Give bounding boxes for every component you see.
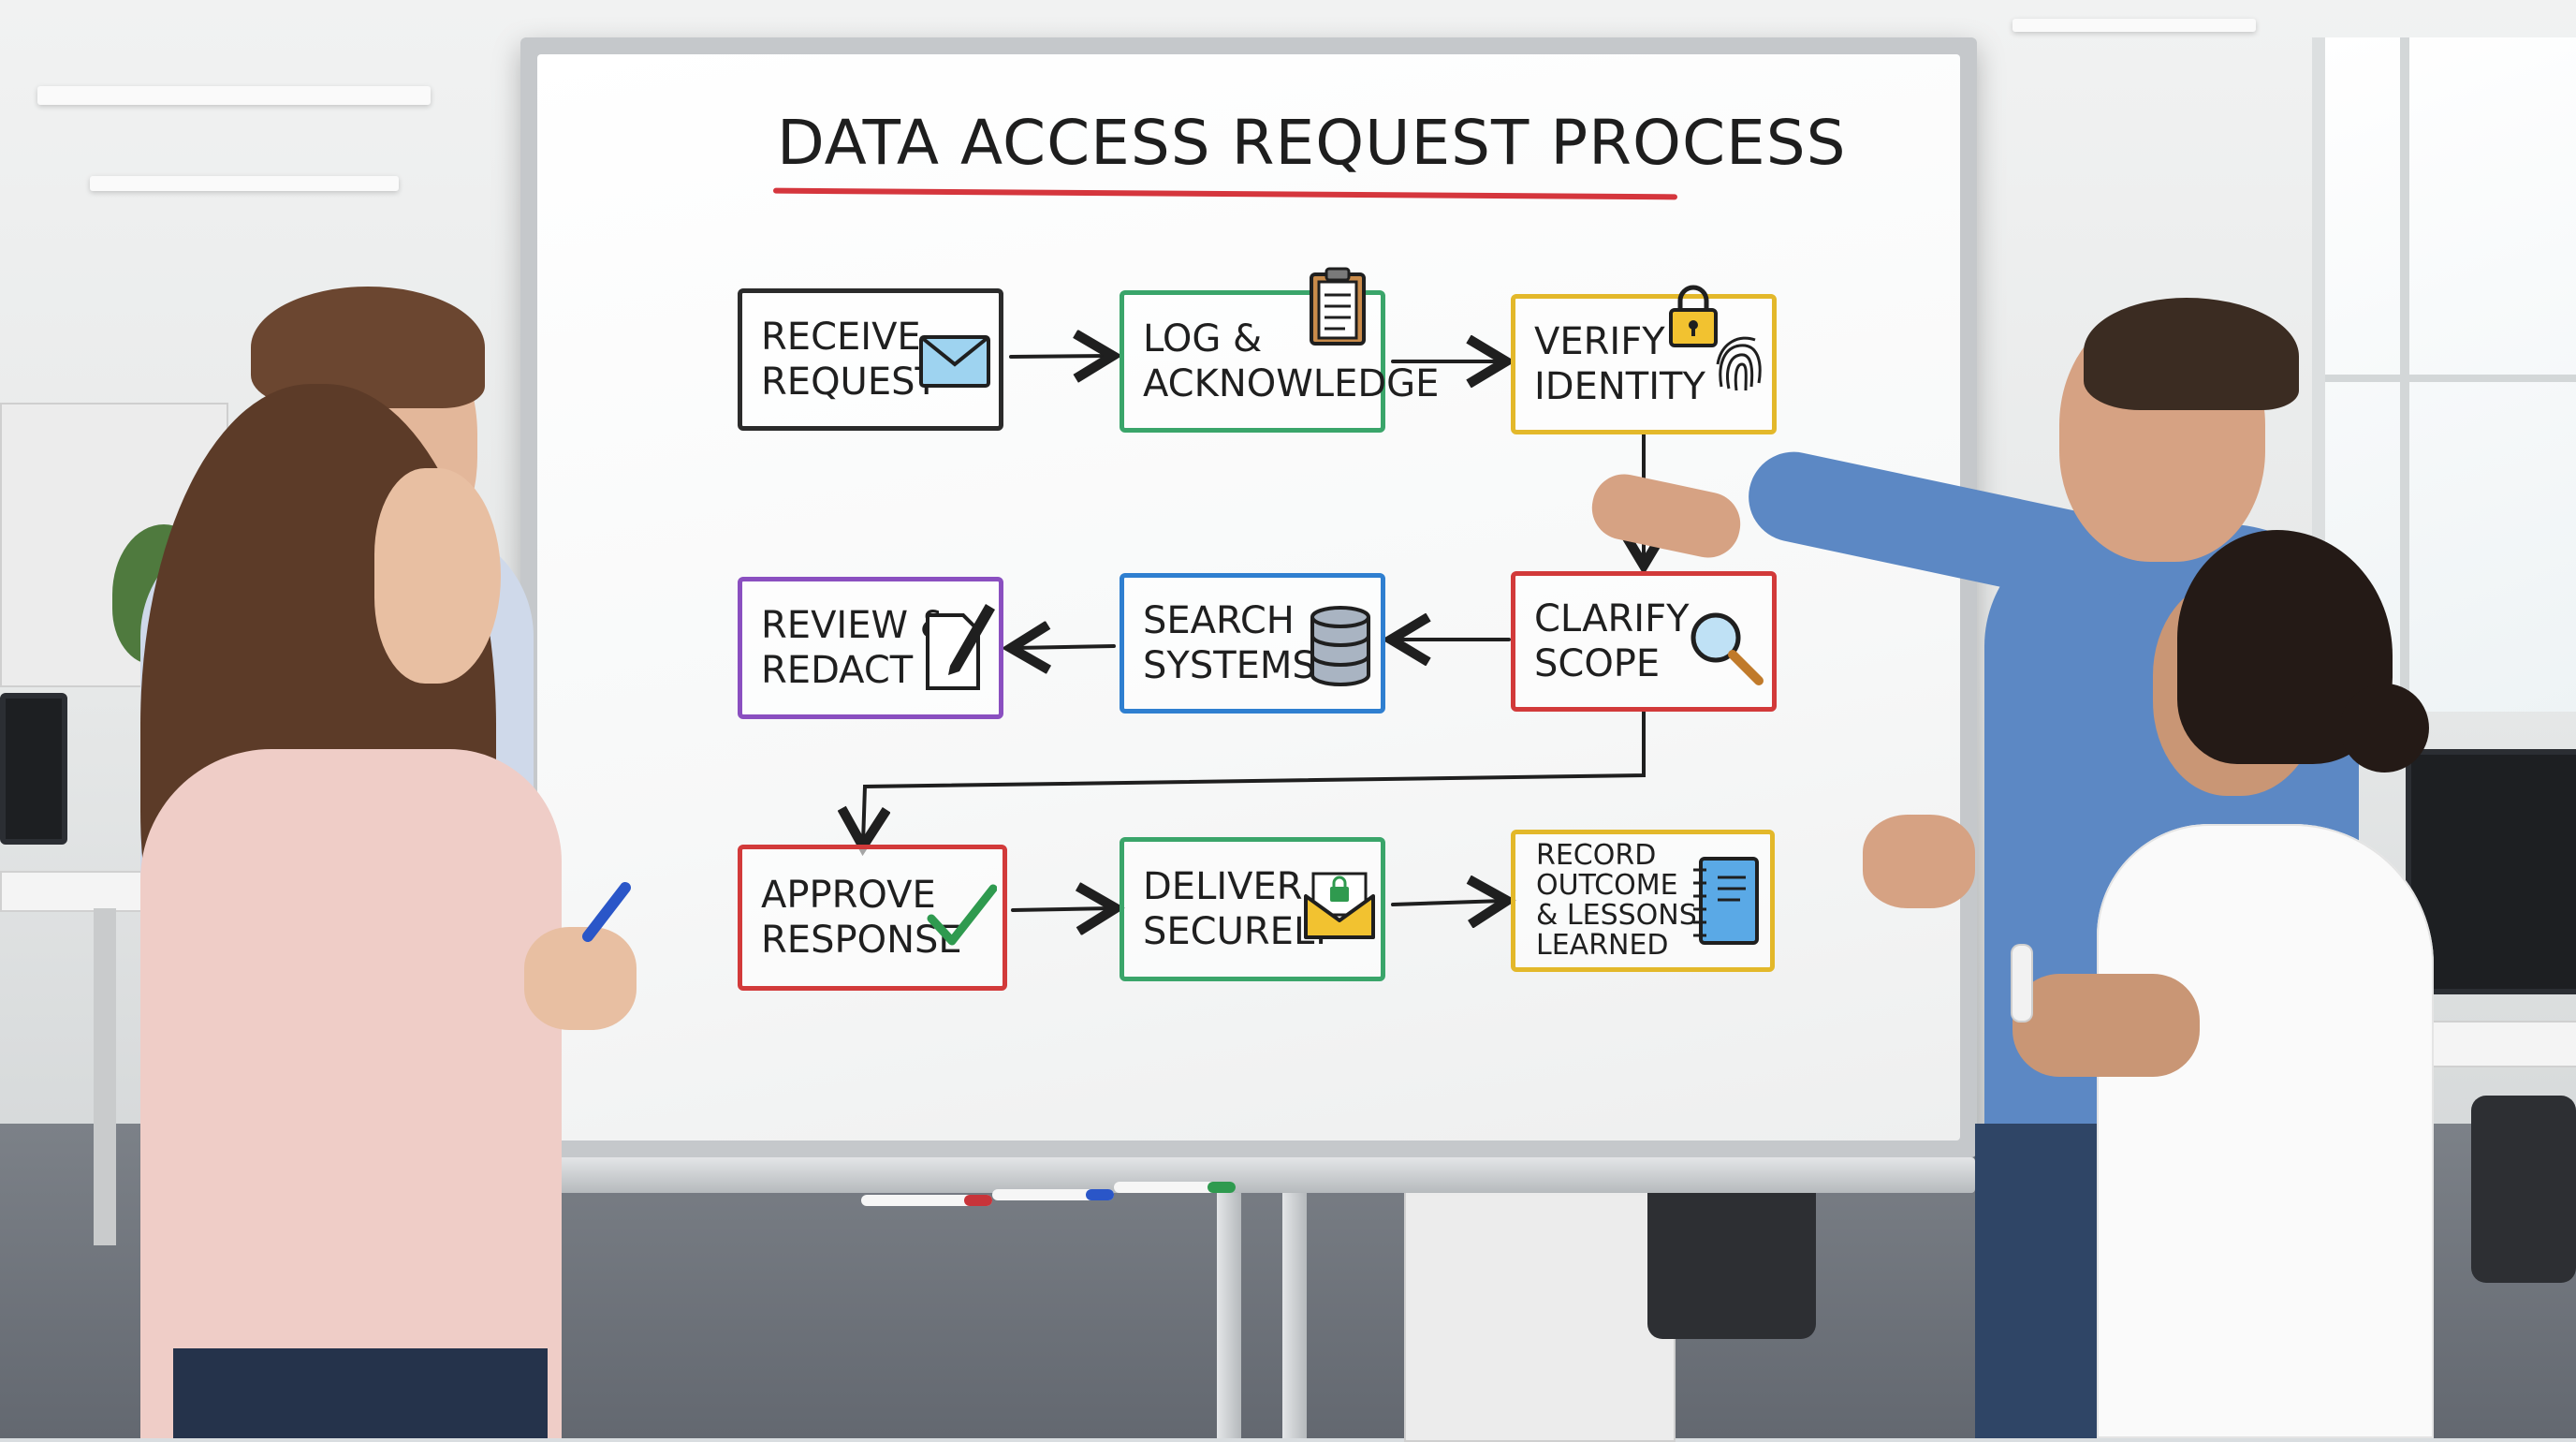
step-label-line: RESPONSE [761, 919, 962, 962]
envelope-icon [919, 335, 990, 388]
background-monitor [0, 693, 67, 845]
person-woman-left-hand [524, 927, 637, 1030]
arrow-clarify-to-approve [863, 710, 1646, 843]
whiteboard-stand-leg [1217, 1189, 1241, 1438]
white-marker-in-hand [2012, 946, 2031, 1021]
whiteboard-stand-leg [1282, 1189, 1307, 1438]
step-label-line: IDENTITY [1534, 365, 1705, 408]
step-label-line: & LESSONS [1536, 899, 1697, 932]
step-label-line: CLARIFY [1534, 597, 1690, 640]
blue-marker-in-hand [582, 882, 631, 942]
office-chair [1647, 1170, 1816, 1339]
arrow-approve-to-deliver [1011, 908, 1112, 910]
step-label-line: OUTCOME [1536, 869, 1678, 902]
green-marker [1114, 1182, 1236, 1193]
arrow-deliver-to-record [1391, 901, 1503, 905]
person-woman-right-torso [2097, 824, 2434, 1438]
clipboard-icon [1310, 267, 1366, 346]
desk-leg [94, 908, 116, 1245]
step-label-line: SCOPE [1534, 642, 1661, 685]
rolling-cabinet [1404, 1184, 1676, 1442]
arrow-receive-to-log [1009, 356, 1109, 357]
step-label-line: DELIVER [1143, 865, 1303, 908]
ceiling-light [2012, 19, 2256, 32]
step-label-line: LEARNED [1536, 929, 1669, 962]
board-title: DATA ACCESS REQUEST PROCESS [777, 107, 1847, 179]
person-woman-left-jeans [173, 1348, 548, 1438]
step-label-line: VERIFY [1534, 320, 1665, 363]
marker-tray [552, 1157, 1975, 1193]
person-man-right-hand-low [1863, 815, 1975, 908]
background-monitor [2406, 749, 2576, 994]
person-woman-right-hair-bun [2340, 684, 2429, 772]
step-label-line: LOG & [1143, 317, 1263, 360]
person-woman-right-arm [2012, 974, 2200, 1077]
step-label-line: SEARCH [1143, 599, 1295, 642]
step-label-line: REDACT [761, 649, 914, 692]
notebook-icon [1693, 857, 1759, 945]
document-pen-icon [926, 604, 995, 690]
office-chair [2471, 1096, 2576, 1283]
step-label-line: RECORD [1536, 839, 1657, 872]
arrow-search-to-review [1015, 646, 1116, 648]
step-label-line: SYSTEMS [1143, 644, 1316, 687]
background-desk [0, 871, 144, 912]
step-label-line: REVIEW & [761, 604, 949, 647]
person-man-right-hair [2084, 298, 2299, 410]
step-label-line: SECURELY [1143, 910, 1333, 953]
person-woman-left-torso [140, 749, 562, 1438]
blue-marker [992, 1189, 1114, 1200]
secure-envelope-icon [1304, 872, 1375, 939]
step-label-line: REQUEST [761, 360, 938, 404]
database-icon [1310, 606, 1370, 686]
lock-fingerprint-icon [1669, 285, 1762, 391]
checkmark-icon [927, 884, 997, 946]
person-woman-left-face [374, 468, 501, 684]
step-label-line: ACKNOWLEDGE [1143, 362, 1440, 405]
step-review-redact: REVIEW &REDACT [738, 577, 1003, 719]
step-label-line: RECEIVE [761, 316, 921, 359]
step-log-acknowledge: LOG &ACKNOWLEDGE [1120, 267, 1439, 433]
red-marker [861, 1195, 992, 1206]
step-label-line: APPROVE [761, 874, 936, 917]
ceiling-light [37, 86, 431, 105]
ceiling-light [90, 176, 399, 191]
magnifier-icon [1690, 612, 1764, 685]
